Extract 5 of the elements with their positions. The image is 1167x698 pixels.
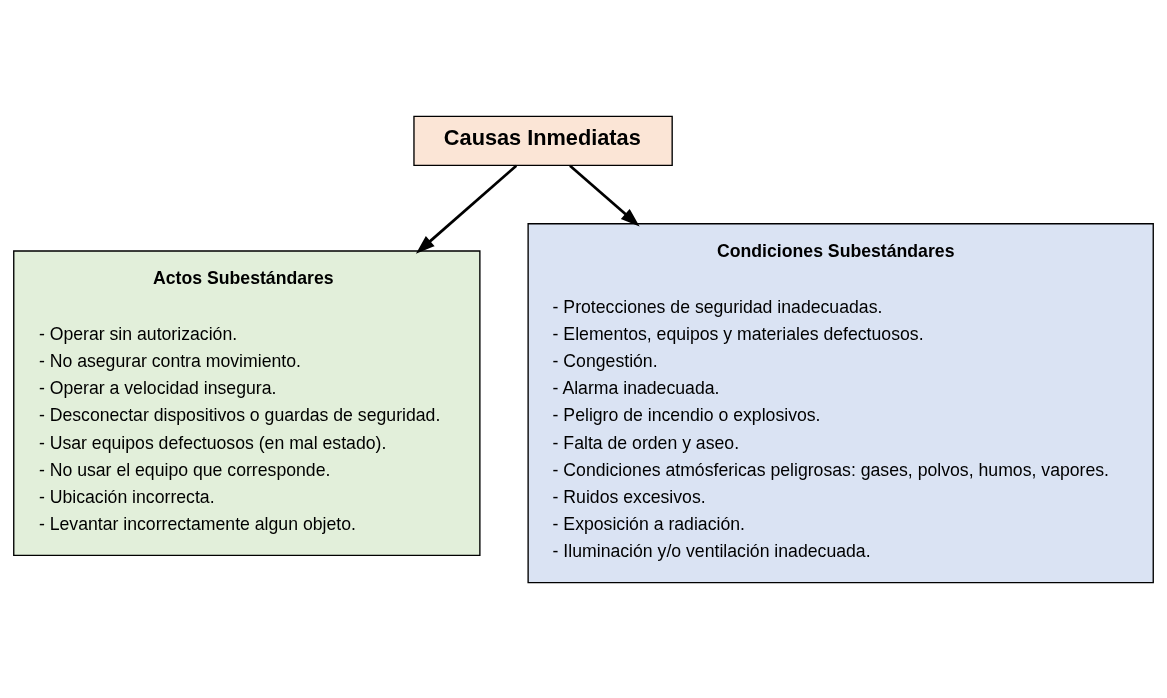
arrow — [415, 164, 518, 254]
node-box: Actos Subestándares - Operar sin autorización. - No asegurar contra movimiento. - Operar a velocidad insegura. - Desconectar dispositivos o guardas de seguridad. - Usar equipos defectuosos (en mal estado). - No usar el equipo que corresponde. - Ubicación incorrecta. - Levantar incorrectamente algun objeto. — [13, 249, 481, 556]
node-box: Condiciones Subestándares - Protecciones de seguridad inadecuadas. - Elementos, equipos y materiales defectuosos. - Congestión. - Alarma inadecuada. - Peligro de incendio o explosivos. - Falta de orden y aseo. - Condiciones atmósfericas peligrosas: gases, polvos, humos, vapores. - Ruidos excesivos. - Exposición a radiación. - Iluminación y/o ventilación inadecuada. — [527, 222, 1154, 583]
arrow — [569, 164, 640, 226]
node-box: Causas Inmediatas — [413, 115, 673, 166]
